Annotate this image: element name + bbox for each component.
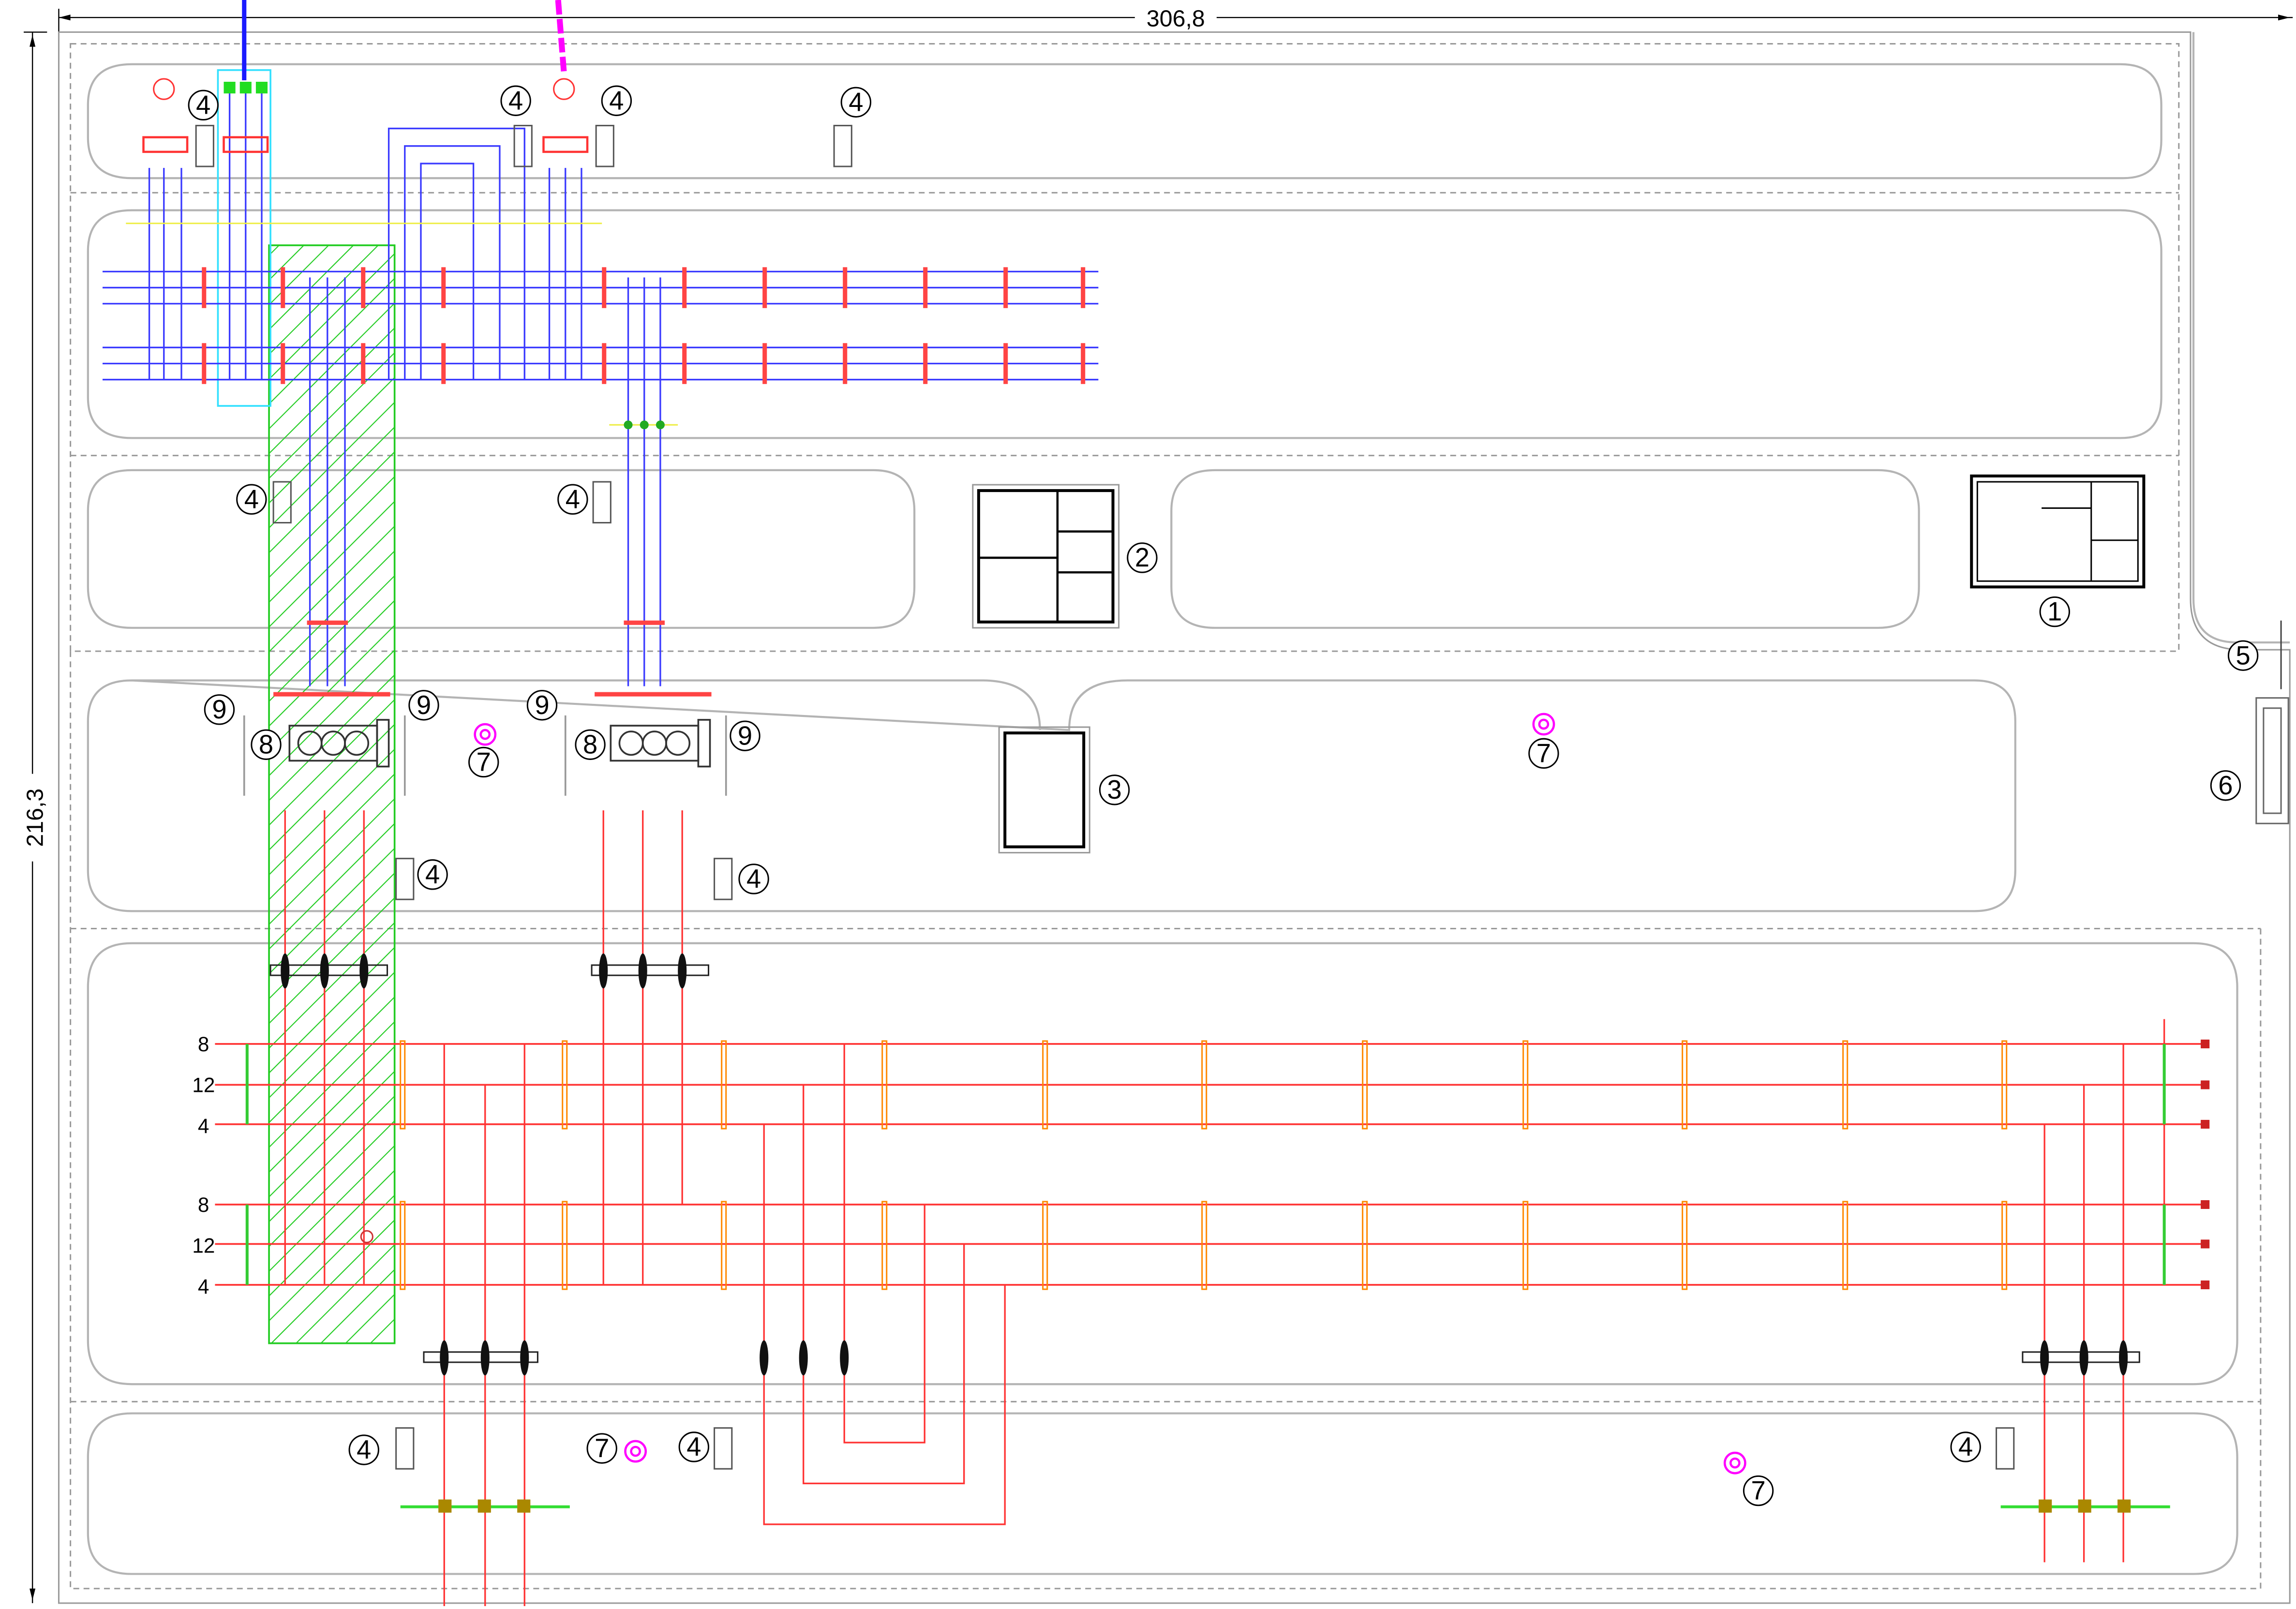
- site-boundary: [58, 31, 2291, 1604]
- svg-text:4: 4: [508, 86, 523, 115]
- incoming-magenta-line: [555, 0, 567, 74]
- svg-text:9: 9: [738, 721, 752, 750]
- bus-labels: 8 12 4 8 12 4: [192, 1033, 215, 1298]
- svg-text:5: 5: [2236, 641, 2251, 670]
- svg-text:7: 7: [1536, 738, 1551, 768]
- svg-text:4: 4: [609, 86, 624, 115]
- bus-label-4: 8: [198, 1193, 209, 1216]
- red-busbars: [215, 1043, 2208, 1286]
- width-dimension: 306,8: [58, 4, 2293, 32]
- marker-4f: 4: [557, 484, 588, 515]
- building-3: [998, 726, 1090, 854]
- svg-text:2: 2: [1135, 543, 1149, 572]
- gantry-bars: [269, 964, 2140, 1363]
- marker-4h: 4: [738, 864, 769, 894]
- bus-label-2: 12: [192, 1074, 215, 1097]
- busbar-red-ticks: [202, 267, 1086, 697]
- marker-5: 5: [2227, 640, 2259, 671]
- svg-text:6: 6: [2218, 771, 2233, 800]
- marker-4b: 4: [500, 85, 531, 116]
- insulators: [281, 953, 2128, 1376]
- svg-text:7: 7: [595, 1433, 609, 1463]
- height-dimension-label: 216,3: [22, 789, 48, 847]
- cyan-zone: [217, 69, 271, 407]
- svg-text:8: 8: [583, 730, 597, 759]
- numbered-markers: 4 4 4 4 4 4 4 4 4 4 4 4 1 2 3 5 6 7 7 7 …: [188, 85, 2259, 1506]
- width-dimension-label: 306,8: [1147, 5, 1205, 31]
- marker-4a: 4: [188, 89, 219, 120]
- transformers: [243, 715, 727, 796]
- svg-text:8: 8: [259, 730, 273, 759]
- bus-label-3: 4: [198, 1115, 209, 1137]
- marker-7b: 7: [1528, 738, 1559, 769]
- svg-text:4: 4: [746, 864, 761, 894]
- marker-7d: 7: [1743, 1475, 1774, 1506]
- building-6: [2255, 697, 2289, 824]
- svg-text:4: 4: [849, 87, 863, 117]
- bus-label-5: 12: [192, 1235, 215, 1257]
- svg-text:9: 9: [535, 690, 549, 720]
- building-2: [972, 484, 1120, 629]
- bus-label-6: 4: [198, 1275, 209, 1298]
- svg-text:4: 4: [566, 484, 580, 514]
- marker-1: 1: [2039, 596, 2070, 627]
- marker-7a: 7: [468, 746, 499, 778]
- svg-text:4: 4: [196, 90, 210, 119]
- svg-text:1: 1: [2047, 597, 2062, 626]
- bottom-exits: [360, 1230, 2170, 1513]
- busbar-end-terminals: [2201, 1039, 2210, 1290]
- marker-3: 3: [1099, 775, 1130, 805]
- lamp-posts: [195, 125, 2015, 1470]
- marker-9c: 9: [526, 690, 558, 721]
- green-bus-ends: [245, 1043, 2166, 1285]
- orange-spacers: [400, 1040, 2008, 1290]
- marker-4g: 4: [417, 859, 448, 890]
- marker-6: 6: [2210, 770, 2241, 801]
- building-1: [1970, 474, 2146, 589]
- green-hatched-zone: [268, 244, 396, 1344]
- marker-2: 2: [1127, 542, 1158, 573]
- marker-4k: 4: [1950, 1431, 1981, 1462]
- height-dimension: 216,3: [17, 31, 48, 1603]
- svg-text:9: 9: [212, 695, 226, 724]
- magenta-symbols: [474, 713, 1746, 1475]
- marker-4c: 4: [601, 85, 632, 116]
- svg-text:4: 4: [357, 1435, 371, 1464]
- blue-busbars: [103, 88, 1099, 686]
- svg-text:4: 4: [1958, 1432, 1973, 1461]
- road-islands: [87, 32, 2290, 1575]
- bus-label-1: 8: [198, 1033, 209, 1056]
- svg-text:4: 4: [686, 1432, 701, 1461]
- svg-text:3: 3: [1107, 775, 1121, 804]
- marker-9d: 9: [730, 720, 760, 751]
- marker-8a: 8: [251, 729, 282, 760]
- marker-7c: 7: [586, 1433, 617, 1464]
- svg-text:7: 7: [1751, 1476, 1765, 1505]
- marker-4e: 4: [236, 484, 267, 515]
- marker-9b: 9: [408, 690, 439, 721]
- marker-4j: 4: [678, 1431, 710, 1462]
- marker-8b: 8: [575, 729, 606, 760]
- svg-text:9: 9: [417, 690, 431, 720]
- svg-text:4: 4: [425, 860, 440, 889]
- marker-4d: 4: [840, 87, 872, 118]
- top-gantries: [126, 78, 678, 430]
- svg-text:7: 7: [477, 747, 491, 777]
- svg-text:4: 4: [244, 484, 259, 514]
- marker-4i: 4: [348, 1434, 379, 1465]
- marker-9a: 9: [204, 694, 235, 725]
